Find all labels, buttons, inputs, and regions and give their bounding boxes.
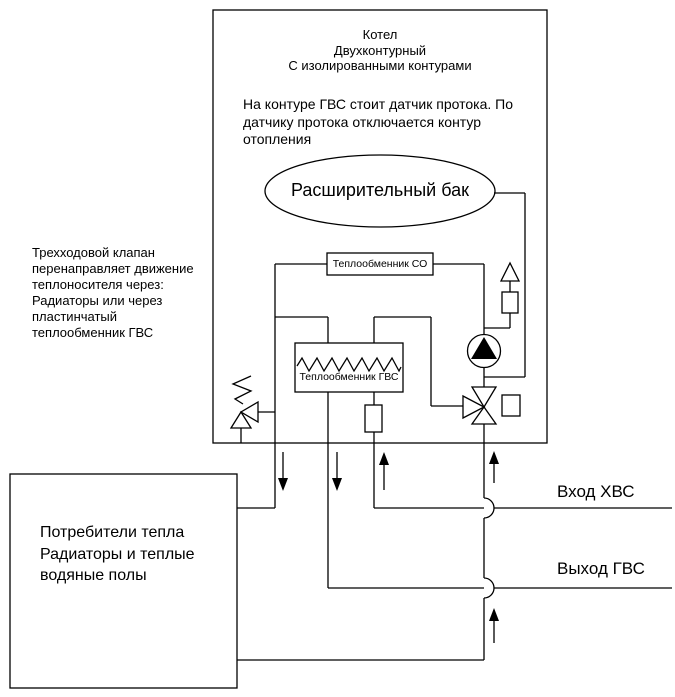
flow-arrow-up-return-top [489, 451, 499, 464]
three-way-valve-icon [462, 386, 498, 425]
expansion-tank-ellipse [264, 154, 496, 228]
pipe-crossing-hop-gvs [483, 577, 495, 599]
pipe-gvs-top-left [275, 316, 329, 343]
boiler-note: На контуре ГВС стоит датчик протока. По … [243, 96, 513, 147]
air-vent-icon [499, 261, 521, 282]
hx-co-label: Теплообменник СО [332, 258, 428, 270]
flow-arrows [278, 451, 499, 643]
safety-valve-icon [239, 400, 259, 424]
hot-water-outlet-label: Выход ГВС [557, 559, 645, 578]
pipe-air-vent-branch [484, 281, 511, 329]
flow-arrow-down-supply [278, 478, 288, 491]
boiler-title: Котел Двухконтурный С изолированными кон… [288, 27, 472, 73]
boiler-outline [212, 9, 548, 444]
air-vent-body [501, 291, 519, 314]
pipe-expansion-tank [484, 192, 526, 378]
hx-gvs-box [294, 342, 404, 393]
consumers-box [9, 473, 238, 689]
pipe-gvs-to-valve [373, 316, 463, 407]
three-way-valve-annotation: Трехходовой клапан перенаправляет движен… [32, 245, 194, 340]
safety-valve-spring-icon [231, 375, 253, 405]
hx-gvs-label: Теплообменник ГВС [299, 371, 399, 383]
safety-valve-icon-lower [229, 410, 253, 429]
flow-arrow-up-return-bottom [489, 608, 499, 621]
expansion-tank-label: Расширительный бак [290, 180, 470, 200]
flow-sensor-box [364, 404, 383, 433]
valve-actuator-box [501, 394, 521, 417]
flow-arrow-up-xvs-in [379, 452, 389, 465]
consumers-label: Потребители тепла Радиаторы и теплые вод… [40, 524, 195, 584]
pipe-return-line [237, 424, 485, 661]
pump-icon [466, 333, 502, 369]
flow-arrow-down-gvs-out [332, 478, 342, 491]
pipe-crossing-hop-xvs [483, 497, 495, 519]
hx-gvs-coil [296, 356, 402, 373]
cold-water-inlet-label: Вход ХВС [557, 482, 635, 501]
